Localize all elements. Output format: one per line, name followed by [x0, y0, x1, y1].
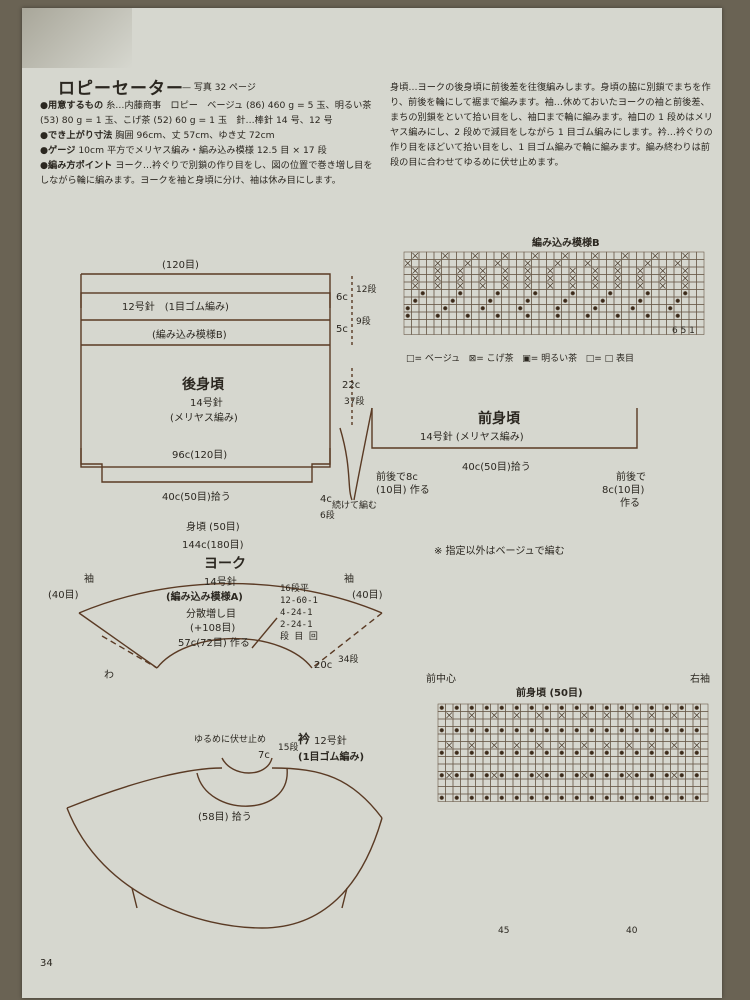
continue-knitting: 続けて編む: [332, 501, 378, 511]
chart-a-grid: [437, 703, 709, 802]
back-width: 96c(120目): [172, 450, 228, 461]
yoke-depth-rows: 34段: [338, 655, 359, 665]
collar-stitch: (1目ゴム編み): [298, 752, 365, 763]
yoke-sleeve-left: 袖: [84, 574, 94, 585]
collar-needle: 12号針: [314, 736, 347, 747]
chart-b-numbers: 6 5 1: [672, 326, 695, 336]
front-right-make3: 作る: [620, 498, 640, 509]
front-pick: 40c(50目)拾う: [462, 462, 531, 473]
instruction-method: ●編み方ポイント ヨーク…衿ぐりで別鎖の作り目をし、図の位置で巻き増し目をしなが…: [40, 160, 373, 186]
chart-b-legend: □= ベージュ ⊠= こげ茶 ▣= 明るい茶 □= □ 表目: [406, 351, 634, 364]
back-top-stitches: (120目): [162, 260, 199, 271]
chart-a-num-40: 40: [626, 926, 638, 936]
pattern-diagrams: [66, 251, 709, 929]
collar-height: 7c: [258, 750, 270, 761]
back-gusset: [80, 448, 331, 483]
legend-beige-swatch: □: [406, 354, 415, 364]
back-rib-label: 12号針 (1目ゴム編み): [122, 302, 229, 313]
front-left-make2: (10目) 作る: [376, 485, 430, 496]
book-page: ロピーセーター — 写真 32 ページ ●用意するもの 糸…内藤商事 ロピー ベ…: [22, 8, 722, 998]
collar-bindoff: ゆるめに伏せ止め: [194, 735, 267, 745]
chart-a-right-label: 右袖: [690, 674, 710, 685]
yoke-sleeve-left-st: (40目): [48, 590, 79, 601]
instruction-gauge: ●ゲージ 10cm 平方でメリヤス編み・編み込み模様 12.5 目 × 17 段: [40, 145, 327, 156]
page-spine-shadow: [22, 8, 132, 68]
photo-reference: — 写真 32 ページ: [182, 83, 256, 93]
collar-pick: (58目) 拾う: [198, 812, 252, 823]
gusset-rows: 6段: [320, 511, 335, 521]
legend-light-brown-swatch: ▣: [522, 354, 531, 364]
front-body-outline: [371, 408, 638, 449]
chart-b-title: 編み込み模様B: [532, 238, 600, 249]
front-right-make2: 8c(10目): [602, 485, 645, 496]
continue-curve: [339, 427, 353, 501]
instructions-left: ●用意するもの 糸…内藤商事 ロピー ベージュ (86) 460 g = 5 玉…: [40, 98, 380, 188]
back-body-outline: [80, 292, 331, 468]
yoke-outer-arc: [78, 582, 383, 614]
yoke-outer: 144c(180目): [182, 540, 244, 551]
legend-beige: = ベージュ: [414, 354, 461, 364]
back-stitch: (メリヤス編み): [170, 413, 238, 424]
legend-light-brown: = 明るい茶: [530, 354, 578, 364]
yoke-depth: 20c: [314, 660, 333, 671]
back-pick: 40c(50目)拾う: [162, 492, 231, 503]
page-number: 34: [40, 958, 53, 969]
chart-a-num-45: 45: [498, 926, 510, 936]
chart-b-grid: [403, 251, 705, 335]
back-pattern-label: (編み込み模様B): [152, 330, 227, 341]
yoke-wa: わ: [104, 670, 114, 681]
legend-knit: = □ 表目: [594, 354, 635, 364]
page-title: ロピーセーター: [58, 79, 184, 99]
front-needle: 14号針 (メリヤス編み): [420, 432, 524, 443]
collar-rows: 15段: [278, 743, 299, 753]
yoke-inner: 57c(72目) 作る: [178, 638, 250, 649]
yoke-increase: 分散増し目: [186, 609, 236, 620]
yoke-body-top: 身頃 (50目): [186, 522, 240, 533]
front-body-name: 前身頃: [478, 411, 520, 427]
legend-dark-brown-swatch: ⊠: [468, 354, 477, 364]
yoke-increase2: (+108目): [190, 623, 236, 634]
yoke-increase-table: 16段平 12-60-1 4-24-1 2-24-1 段 目 回: [280, 584, 318, 642]
chart-a-front-center: 前中心: [426, 674, 456, 685]
front-right-make: 前後で: [616, 472, 646, 483]
front-left-make: 前後で8c: [376, 472, 418, 483]
collar-arc: [196, 767, 288, 807]
yoke-sleeve-right: 袖: [344, 574, 354, 585]
color-note: ※ 指定以外はベージュで編む: [434, 546, 565, 557]
yoke-pattern: (編み込み模様A): [166, 592, 243, 603]
chart-a-front-label: 前身頃 (50目): [516, 688, 583, 699]
body-height: 22c: [342, 380, 361, 391]
legend-dark-brown: = こげ茶: [476, 354, 514, 364]
gusset-height: 4c: [320, 494, 332, 505]
rib-height: 6c: [336, 292, 348, 303]
instruction-size: ●でき上がり寸法 胸囲 96cm、丈 57cm、ゆき丈 72cm: [40, 130, 275, 141]
instructions-right: 身頃…ヨークの後身頃に前後差を往復編みします。身頃の脇に別鎖でまちを作り、前後を…: [390, 82, 713, 168]
pattern-height: 5c: [336, 324, 348, 335]
back-body-name: 後身頃: [182, 377, 224, 393]
yoke-name: ヨーク: [204, 556, 246, 572]
pattern-rows: 9段: [356, 317, 371, 327]
body-rows: 37段: [344, 397, 365, 407]
yoke-sleeve-right-st: (40目): [352, 590, 383, 601]
instruction-materials: ●用意するもの 糸…内藤商事 ロピー ベージュ (86) 460 g = 5 玉…: [40, 100, 372, 126]
yoke-inner-arc: [156, 637, 313, 669]
back-needle: 14号針: [190, 398, 223, 409]
yoke-needle: 14号針: [204, 577, 237, 588]
legend-knit-swatch: □: [585, 354, 595, 364]
collar-name: 衿: [298, 732, 311, 746]
rib-rows: 12段: [356, 285, 377, 295]
body-silhouette: [66, 807, 383, 929]
yoke-arrow: [251, 617, 278, 649]
